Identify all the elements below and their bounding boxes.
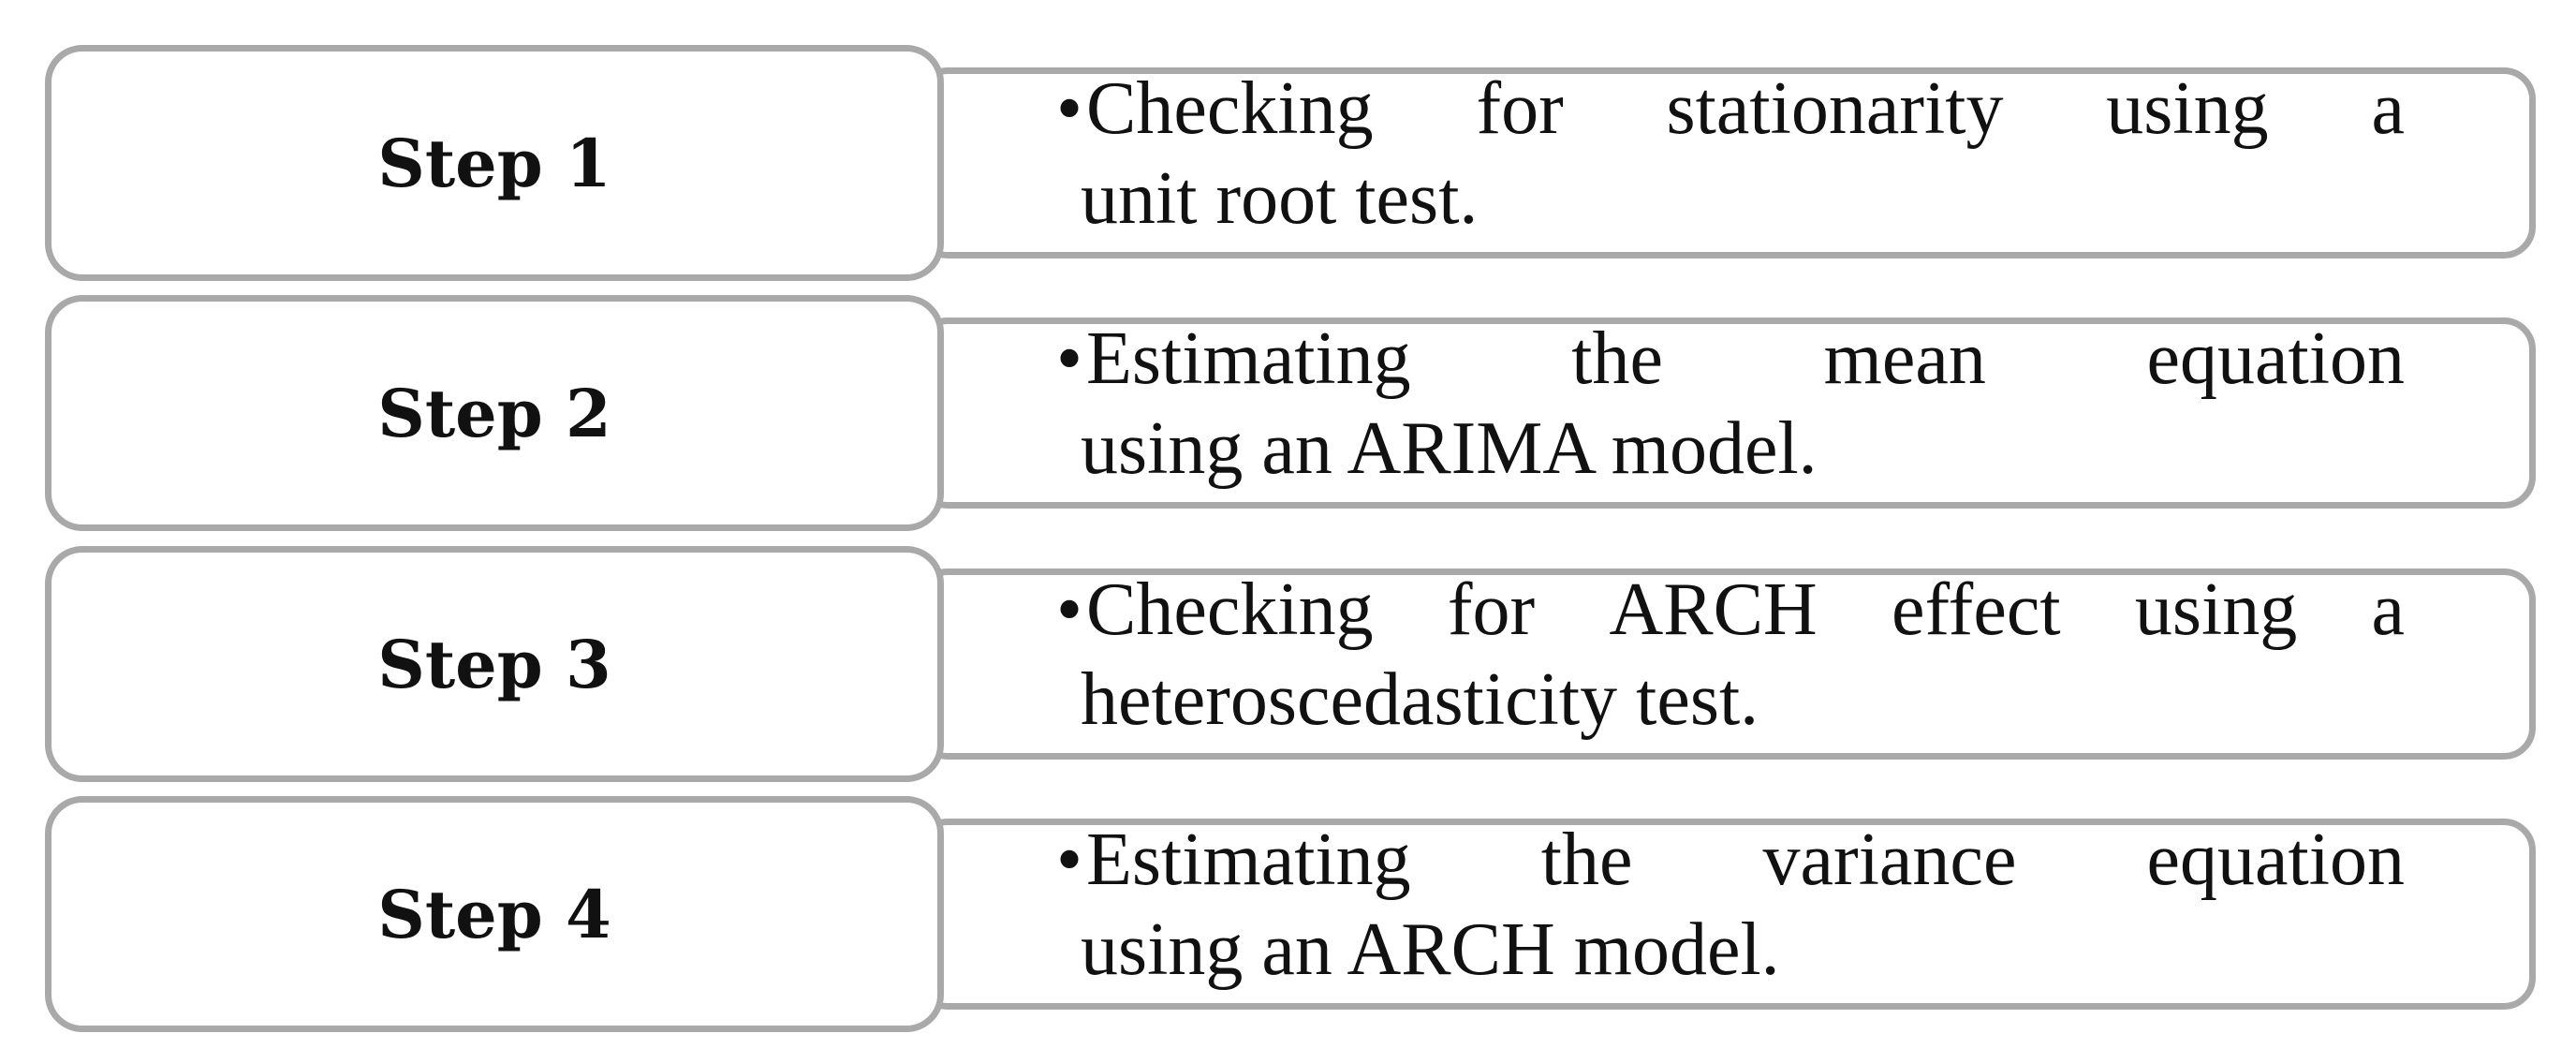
step-4-description: •Estimating the variance equation using … — [1056, 815, 2405, 995]
step-2-description-line-2: using an ARIMA model. — [1081, 407, 1818, 490]
bullet-icon: • — [1056, 568, 1083, 651]
step-3-word-6: a — [2371, 568, 2405, 651]
step-4-word-2: the — [1540, 819, 1633, 901]
step-3-word-2: for — [1447, 568, 1536, 651]
step-2-word-1: •Estimating — [1056, 314, 1411, 404]
step-3-box: Step 3 — [45, 546, 944, 782]
bullet-icon: • — [1056, 67, 1083, 150]
step-1-description-line-2: unit root test. — [1081, 157, 1479, 240]
step-1-description-line-1: •Checking for stationarity using a — [1056, 64, 2405, 154]
step-2-word-4: equation — [2146, 317, 2405, 400]
step-1-word-4: using — [2106, 67, 2269, 150]
step-1-word-3: stationarity — [1666, 67, 2004, 150]
step-2-label: Step 2 — [377, 374, 611, 452]
step-3-word-4: effect — [1891, 568, 2061, 651]
step-1-description: •Checking for stationarity using a unit … — [1056, 64, 2405, 244]
step-3-word-3: ARCH — [1609, 568, 1818, 651]
step-4-description-box — [916, 819, 2536, 1010]
step-4-description-line-1: •Estimating the variance equation — [1056, 815, 2405, 905]
bullet-icon: • — [1056, 317, 1083, 400]
bullet-icon: • — [1056, 819, 1083, 901]
step-4-description-line-2: using an ARCH model. — [1081, 908, 1780, 991]
step-2-description-line-1: •Estimating the mean equation — [1056, 314, 2405, 404]
step-3-description-box — [916, 568, 2536, 760]
step-4-word-4: equation — [2146, 819, 2405, 901]
step-2-word-2: the — [1571, 317, 1664, 400]
step-4-word-3: variance — [1762, 819, 2017, 901]
step-4-label: Step 4 — [377, 875, 611, 953]
step-row-1: Step 1 •Checking for stationarity using … — [45, 45, 2536, 281]
step-3-description-line-2: heteroscedasticity test. — [1081, 658, 1759, 741]
step-3-word-1: •Checking — [1056, 565, 1374, 655]
step-row-3: Step 3 •Checking for ARCH effect using a… — [45, 546, 2536, 782]
step-row-4: Step 4 •Estimating the variance equation… — [45, 796, 2536, 1032]
step-3-word-5: using — [2134, 568, 2298, 651]
step-4-box: Step 4 — [45, 796, 944, 1032]
step-1-label: Step 1 — [377, 124, 611, 202]
step-2-description: •Estimating the mean equation using an A… — [1056, 314, 2405, 494]
step-2-description-box — [916, 317, 2536, 509]
step-2-box: Step 2 — [45, 295, 944, 531]
step-3-label: Step 3 — [377, 625, 611, 703]
step-1-word-2: for — [1476, 67, 1564, 150]
step-1-box: Step 1 — [45, 45, 944, 281]
step-4-word-1: •Estimating — [1056, 815, 1411, 905]
step-1-word-1: •Checking — [1056, 64, 1374, 154]
step-2-word-3: mean — [1823, 317, 1986, 400]
step-3-description: •Checking for ARCH effect using a hetero… — [1056, 565, 2405, 745]
step-1-description-box — [916, 67, 2536, 258]
step-row-2: Step 2 •Estimating the mean equation usi… — [45, 295, 2536, 531]
step-3-description-line-1: •Checking for ARCH effect using a — [1056, 565, 2405, 655]
step-1-word-5: a — [2371, 67, 2405, 150]
